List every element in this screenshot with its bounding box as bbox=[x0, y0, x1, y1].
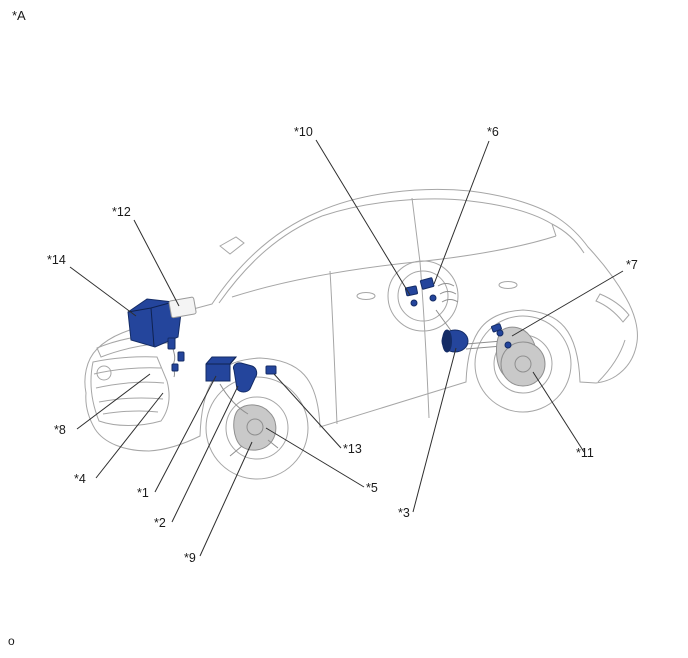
rear-axle-shaft bbox=[465, 340, 503, 350]
sensor-b bbox=[177, 351, 185, 362]
leader-line-8 bbox=[76, 373, 151, 430]
leader-line-6 bbox=[433, 140, 490, 285]
callout-label-10: *10 bbox=[294, 125, 313, 139]
sensor-a bbox=[167, 337, 176, 350]
callout-label-9: *9 bbox=[184, 551, 196, 565]
leader-line-5 bbox=[265, 427, 365, 488]
grille-emblem bbox=[96, 365, 112, 381]
front-door-seam bbox=[329, 270, 338, 425]
callout-label-12: *12 bbox=[112, 205, 131, 219]
relay-box bbox=[168, 296, 197, 319]
leader-line-11 bbox=[532, 371, 585, 453]
callout-label-13: *13 bbox=[343, 442, 362, 456]
roofline-inner bbox=[321, 198, 557, 237]
grille-bars bbox=[93, 367, 165, 415]
leader-line-9 bbox=[199, 441, 253, 557]
leader-line-10 bbox=[315, 139, 411, 296]
window-beltline bbox=[231, 235, 557, 298]
control-module-a-edge bbox=[206, 356, 237, 365]
callout-label-2: *2 bbox=[154, 516, 166, 530]
rear-bolt-a bbox=[429, 294, 437, 302]
leader-line-13 bbox=[273, 373, 342, 449]
hybrid-power-unit-edges bbox=[127, 301, 174, 347]
far-rear-wheel-outer bbox=[387, 260, 459, 332]
leader-line-3 bbox=[412, 347, 457, 513]
front-wheel-tire bbox=[205, 376, 309, 480]
small-part-13 bbox=[265, 365, 277, 375]
leader-line-4 bbox=[95, 392, 164, 479]
callout-label-6: *6 bbox=[487, 125, 499, 139]
coil-spring bbox=[437, 283, 459, 303]
callout-label-14: *14 bbox=[47, 253, 66, 267]
front-hub-center bbox=[246, 418, 264, 436]
driveshaft-rear bbox=[435, 309, 453, 333]
figure-marker-o: o bbox=[8, 634, 15, 648]
car-line-art bbox=[84, 188, 638, 480]
rear-wheel-tire bbox=[474, 315, 572, 413]
rear-sensor-b bbox=[419, 277, 435, 290]
callout-label-5: *5 bbox=[366, 481, 378, 495]
brake-line bbox=[219, 383, 249, 415]
rear-bumper-line bbox=[597, 339, 626, 383]
control-module-b bbox=[233, 362, 258, 393]
rear-hub-center bbox=[514, 355, 532, 373]
sensor-c bbox=[171, 363, 179, 372]
leader-lines bbox=[69, 139, 624, 557]
callout-label-4: *4 bbox=[74, 472, 86, 486]
door-handle-rear bbox=[498, 281, 518, 289]
front-lower-arm bbox=[229, 439, 279, 457]
figure-marker-a: *A bbox=[12, 8, 26, 23]
callout-label-11: *11 bbox=[576, 446, 594, 460]
rear-knuckle-bolt-b bbox=[504, 341, 512, 349]
front-grille bbox=[90, 356, 170, 426]
headlight bbox=[96, 333, 168, 358]
leader-line-14 bbox=[69, 266, 137, 317]
callout-labels: *10 *6 *12 *14 *7 *8 *13 *4 *1 *5 *2 *3 *11 *9 bbox=[47, 125, 638, 565]
far-rear-wheel-inner bbox=[397, 270, 449, 322]
leader-line-2 bbox=[171, 385, 239, 523]
leader-line-1 bbox=[154, 375, 217, 493]
blue-components bbox=[127, 277, 512, 393]
windshield-line bbox=[218, 215, 323, 304]
rear-glass-inner bbox=[551, 223, 585, 254]
callout-label-1: *1 bbox=[137, 486, 149, 500]
callout-label-7: *7 bbox=[626, 258, 638, 272]
taillight bbox=[595, 293, 630, 323]
gray-components bbox=[219, 283, 546, 457]
leader-line-7 bbox=[511, 270, 624, 337]
leader-line-12 bbox=[133, 219, 180, 307]
hybrid-power-unit bbox=[127, 298, 182, 348]
front-wheel-rim bbox=[225, 396, 289, 460]
rear-knuckle-bracket bbox=[490, 323, 502, 333]
rear-bolt-b bbox=[410, 299, 418, 307]
callout-label-8: *8 bbox=[54, 423, 66, 437]
door-handle-front bbox=[356, 292, 376, 300]
control-module-a bbox=[205, 356, 238, 382]
differential-coupling-cap bbox=[442, 329, 452, 353]
b-pillar-seam bbox=[411, 197, 430, 419]
callout-label-3: *3 bbox=[398, 506, 410, 520]
side-mirror bbox=[219, 236, 245, 255]
